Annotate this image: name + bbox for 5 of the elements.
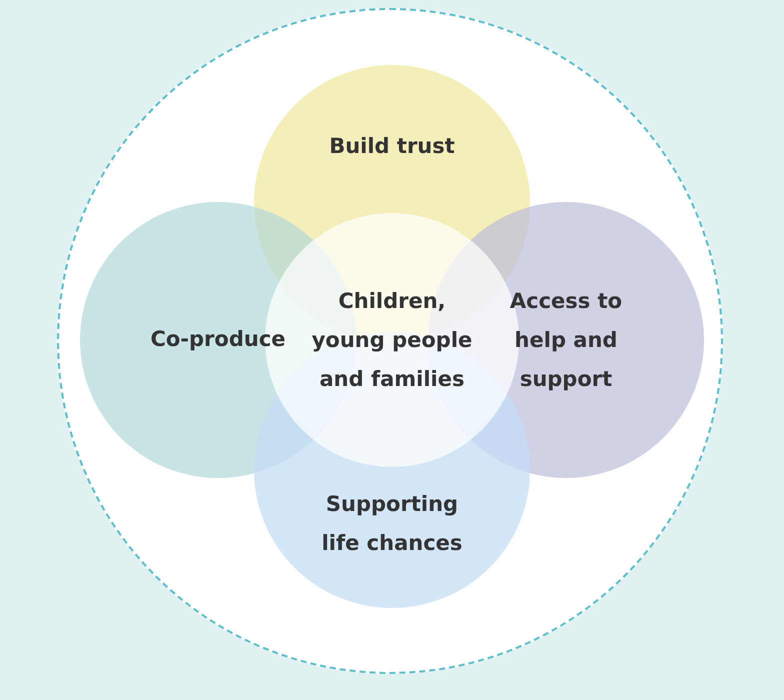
circle-label: Access to help and support bbox=[508, 288, 624, 393]
circle-label: Co-produce bbox=[149, 326, 287, 353]
circle-label: Children, young people and families bbox=[310, 288, 474, 393]
circle-label: Build trust bbox=[328, 133, 456, 160]
circle-label: Supporting life chances bbox=[320, 491, 464, 557]
